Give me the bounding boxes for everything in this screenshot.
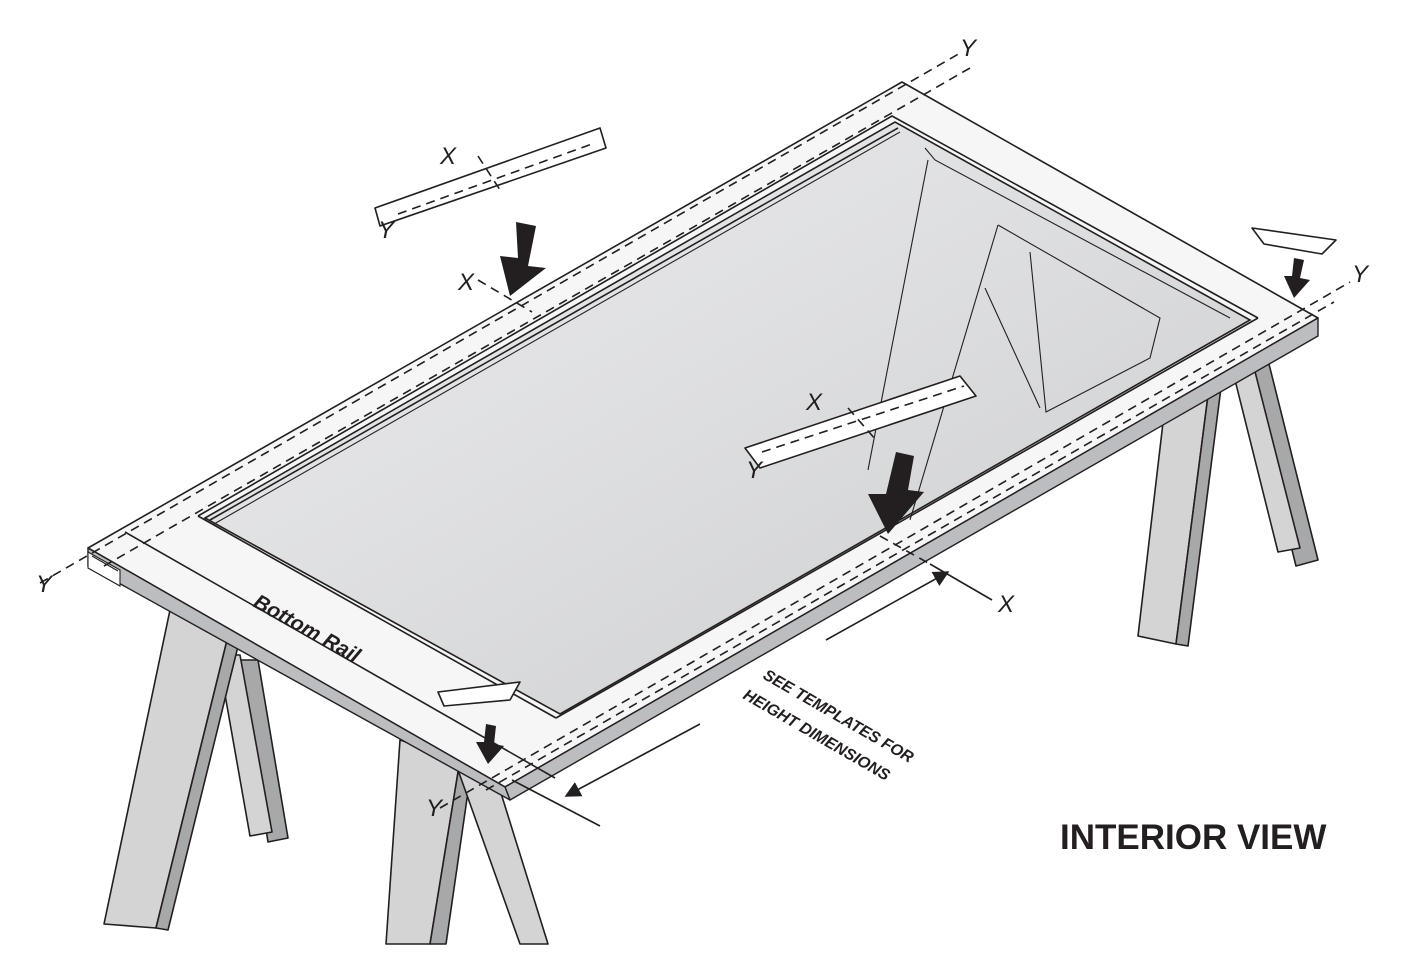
svg-text:X: X [439, 143, 457, 170]
svg-text:Y: Y [378, 217, 396, 244]
svg-text:Y: Y [36, 571, 54, 598]
template-top-right [1251, 227, 1337, 255]
axis-labels: Y Y Y Y X X [36, 35, 1370, 822]
down-arrow-icon [476, 724, 504, 764]
dimension-arrow-icon [511, 571, 950, 827]
svg-text:X: X [457, 269, 475, 296]
template-top-left: X Y [374, 127, 607, 244]
template-bottom-left [437, 681, 521, 707]
view-title: INTERIOR VIEW [1060, 818, 1327, 857]
svg-text:Y: Y [746, 457, 764, 484]
svg-text:Y: Y [960, 35, 978, 62]
down-arrow-icon [1284, 258, 1310, 298]
down-arrow-icon [500, 222, 546, 296]
svg-text:X: X [805, 389, 823, 416]
sawhorse-left [103, 609, 549, 945]
svg-text:X: X [997, 591, 1015, 618]
door-frame [87, 81, 1319, 801]
glass-panel [203, 121, 1252, 715]
svg-text:Y: Y [1352, 261, 1370, 288]
centerlines [39, 51, 1351, 809]
svg-text:Y: Y [426, 795, 444, 822]
down-arrow-icon [868, 452, 924, 534]
template-center: X Y [744, 375, 977, 484]
